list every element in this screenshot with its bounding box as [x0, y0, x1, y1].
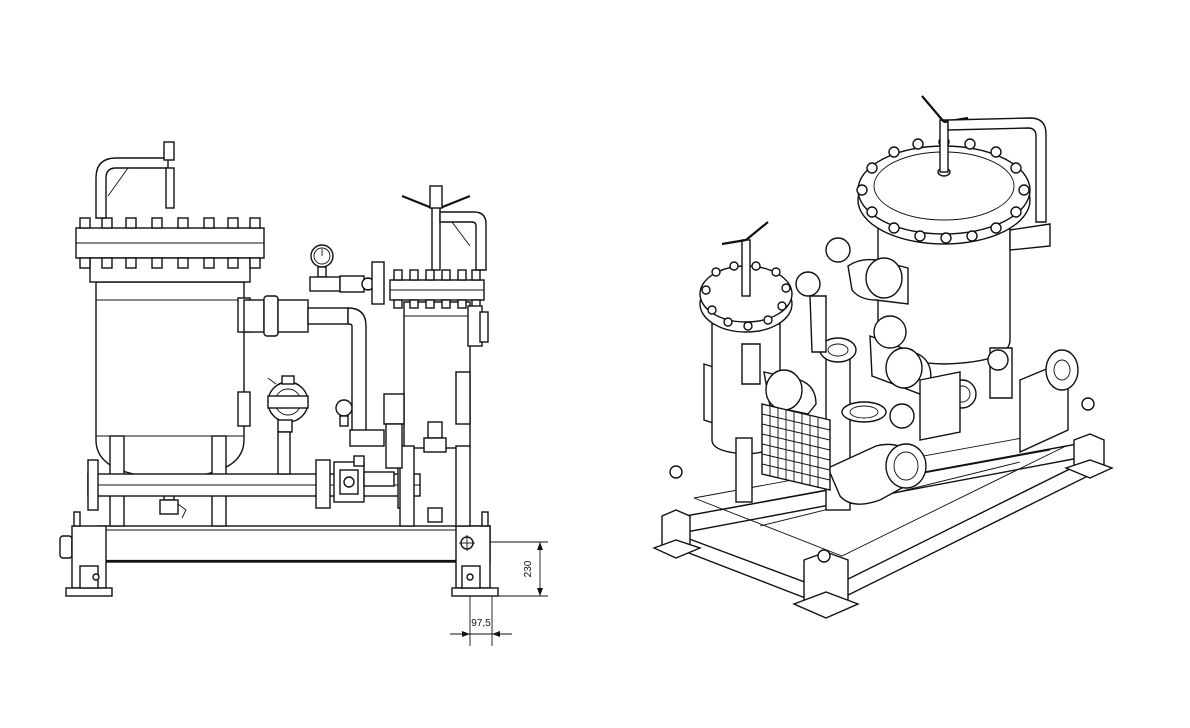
small-filter-vessel: [383, 185, 489, 527]
dimension-height-label: 230: [523, 560, 534, 577]
dimension-offset-label: 97,5: [471, 618, 491, 629]
middle-piping: [243, 244, 385, 475]
front-view: 230 97,5: [59, 141, 548, 646]
iso-piping: [763, 237, 1079, 511]
skid-base: [59, 511, 499, 597]
isometric-view: [652, 95, 1114, 619]
dimensions: 230 97,5: [450, 541, 548, 646]
flange-bolts: [79, 217, 261, 269]
iso-mesh-guard: [761, 403, 831, 491]
iso-large-vessel: [856, 95, 1051, 365]
large-filter-vessel: [75, 141, 265, 527]
